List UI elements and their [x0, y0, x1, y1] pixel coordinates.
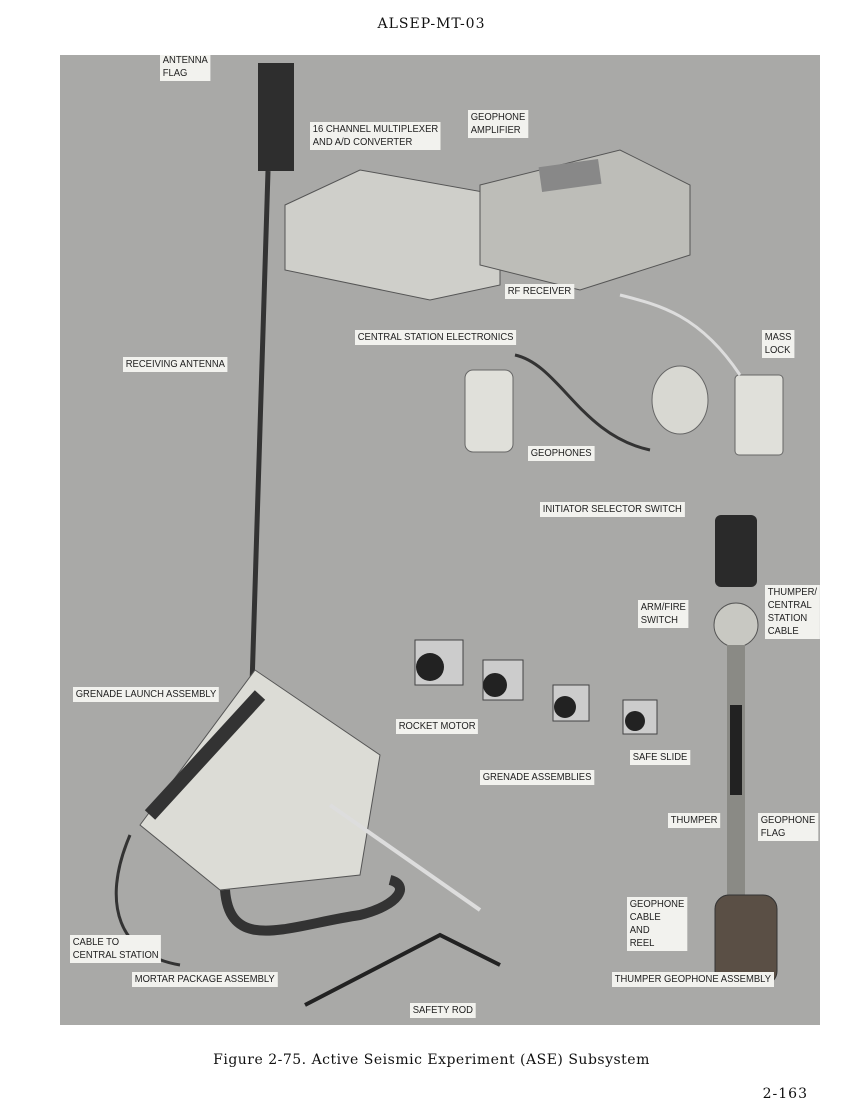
label-safe-slide: SAFE SLIDE — [630, 750, 691, 765]
label-geophones: GEOPHONES — [528, 446, 595, 461]
label-arm-fire-switch: ARM/FIRE SWITCH — [638, 600, 689, 628]
equipment-illustration — [114, 63, 784, 1007]
label-central-station-electronics: CENTRAL STATION ELECTRONICS — [355, 330, 517, 345]
electronics-cover — [479, 149, 691, 291]
label-grenade-assemblies: GRENADE ASSEMBLIES — [480, 770, 595, 785]
mortar-package-shape — [139, 669, 381, 891]
label-antenna-flag: ANTENNA FLAG — [160, 55, 211, 81]
label-rocket-motor: ROCKET MOTOR — [396, 719, 479, 734]
page-number: 2-163 — [762, 1086, 808, 1102]
label-mass-lock: MASS LOCK — [762, 330, 795, 358]
label-geophone-flag: GEOPHONE FLAG — [758, 813, 819, 841]
label-geophone-cable-reel: GEOPHONE CABLE AND REEL — [627, 897, 688, 951]
label-thumper-central-station-cable: THUMPER/ CENTRAL STATION CABLE — [765, 585, 820, 639]
label-receiving-antenna: RECEIVING ANTENNA — [123, 357, 228, 372]
label-grenade-launch-assembly: GRENADE LAUNCH ASSEMBLY — [73, 687, 219, 702]
label-mortar-package-assembly: MORTAR PACKAGE ASSEMBLY — [132, 972, 278, 987]
document-id-header: ALSEP-MT-03 — [377, 16, 486, 32]
label-cable-to-central-station: CABLE TO CENTRAL STATION — [70, 935, 162, 963]
label-rf-receiver: RF RECEIVER — [505, 284, 574, 299]
label-multiplexer: 16 CHANNEL MULTIPLEXER AND A/D CONVERTER — [310, 122, 441, 150]
figure-photo: ANTENNA FLAG 16 CHANNEL MULTIPLEXER AND … — [60, 55, 820, 1025]
antenna-mast — [249, 170, 271, 686]
label-initiator-selector-switch: INITIATOR SELECTOR SWITCH — [540, 502, 685, 517]
antenna-flag-shape — [258, 63, 294, 171]
electronics-box — [284, 169, 501, 301]
label-safety-rod: SAFETY ROD — [410, 1003, 476, 1018]
label-thumper-geophone-assembly: THUMPER GEOPHONE ASSEMBLY — [612, 972, 774, 987]
label-thumper: THUMPER — [668, 813, 721, 828]
label-geophone-amplifier: GEOPHONE AMPLIFIER — [468, 110, 529, 138]
figure-caption: Figure 2-75. Active Seismic Experiment (… — [213, 1052, 650, 1068]
